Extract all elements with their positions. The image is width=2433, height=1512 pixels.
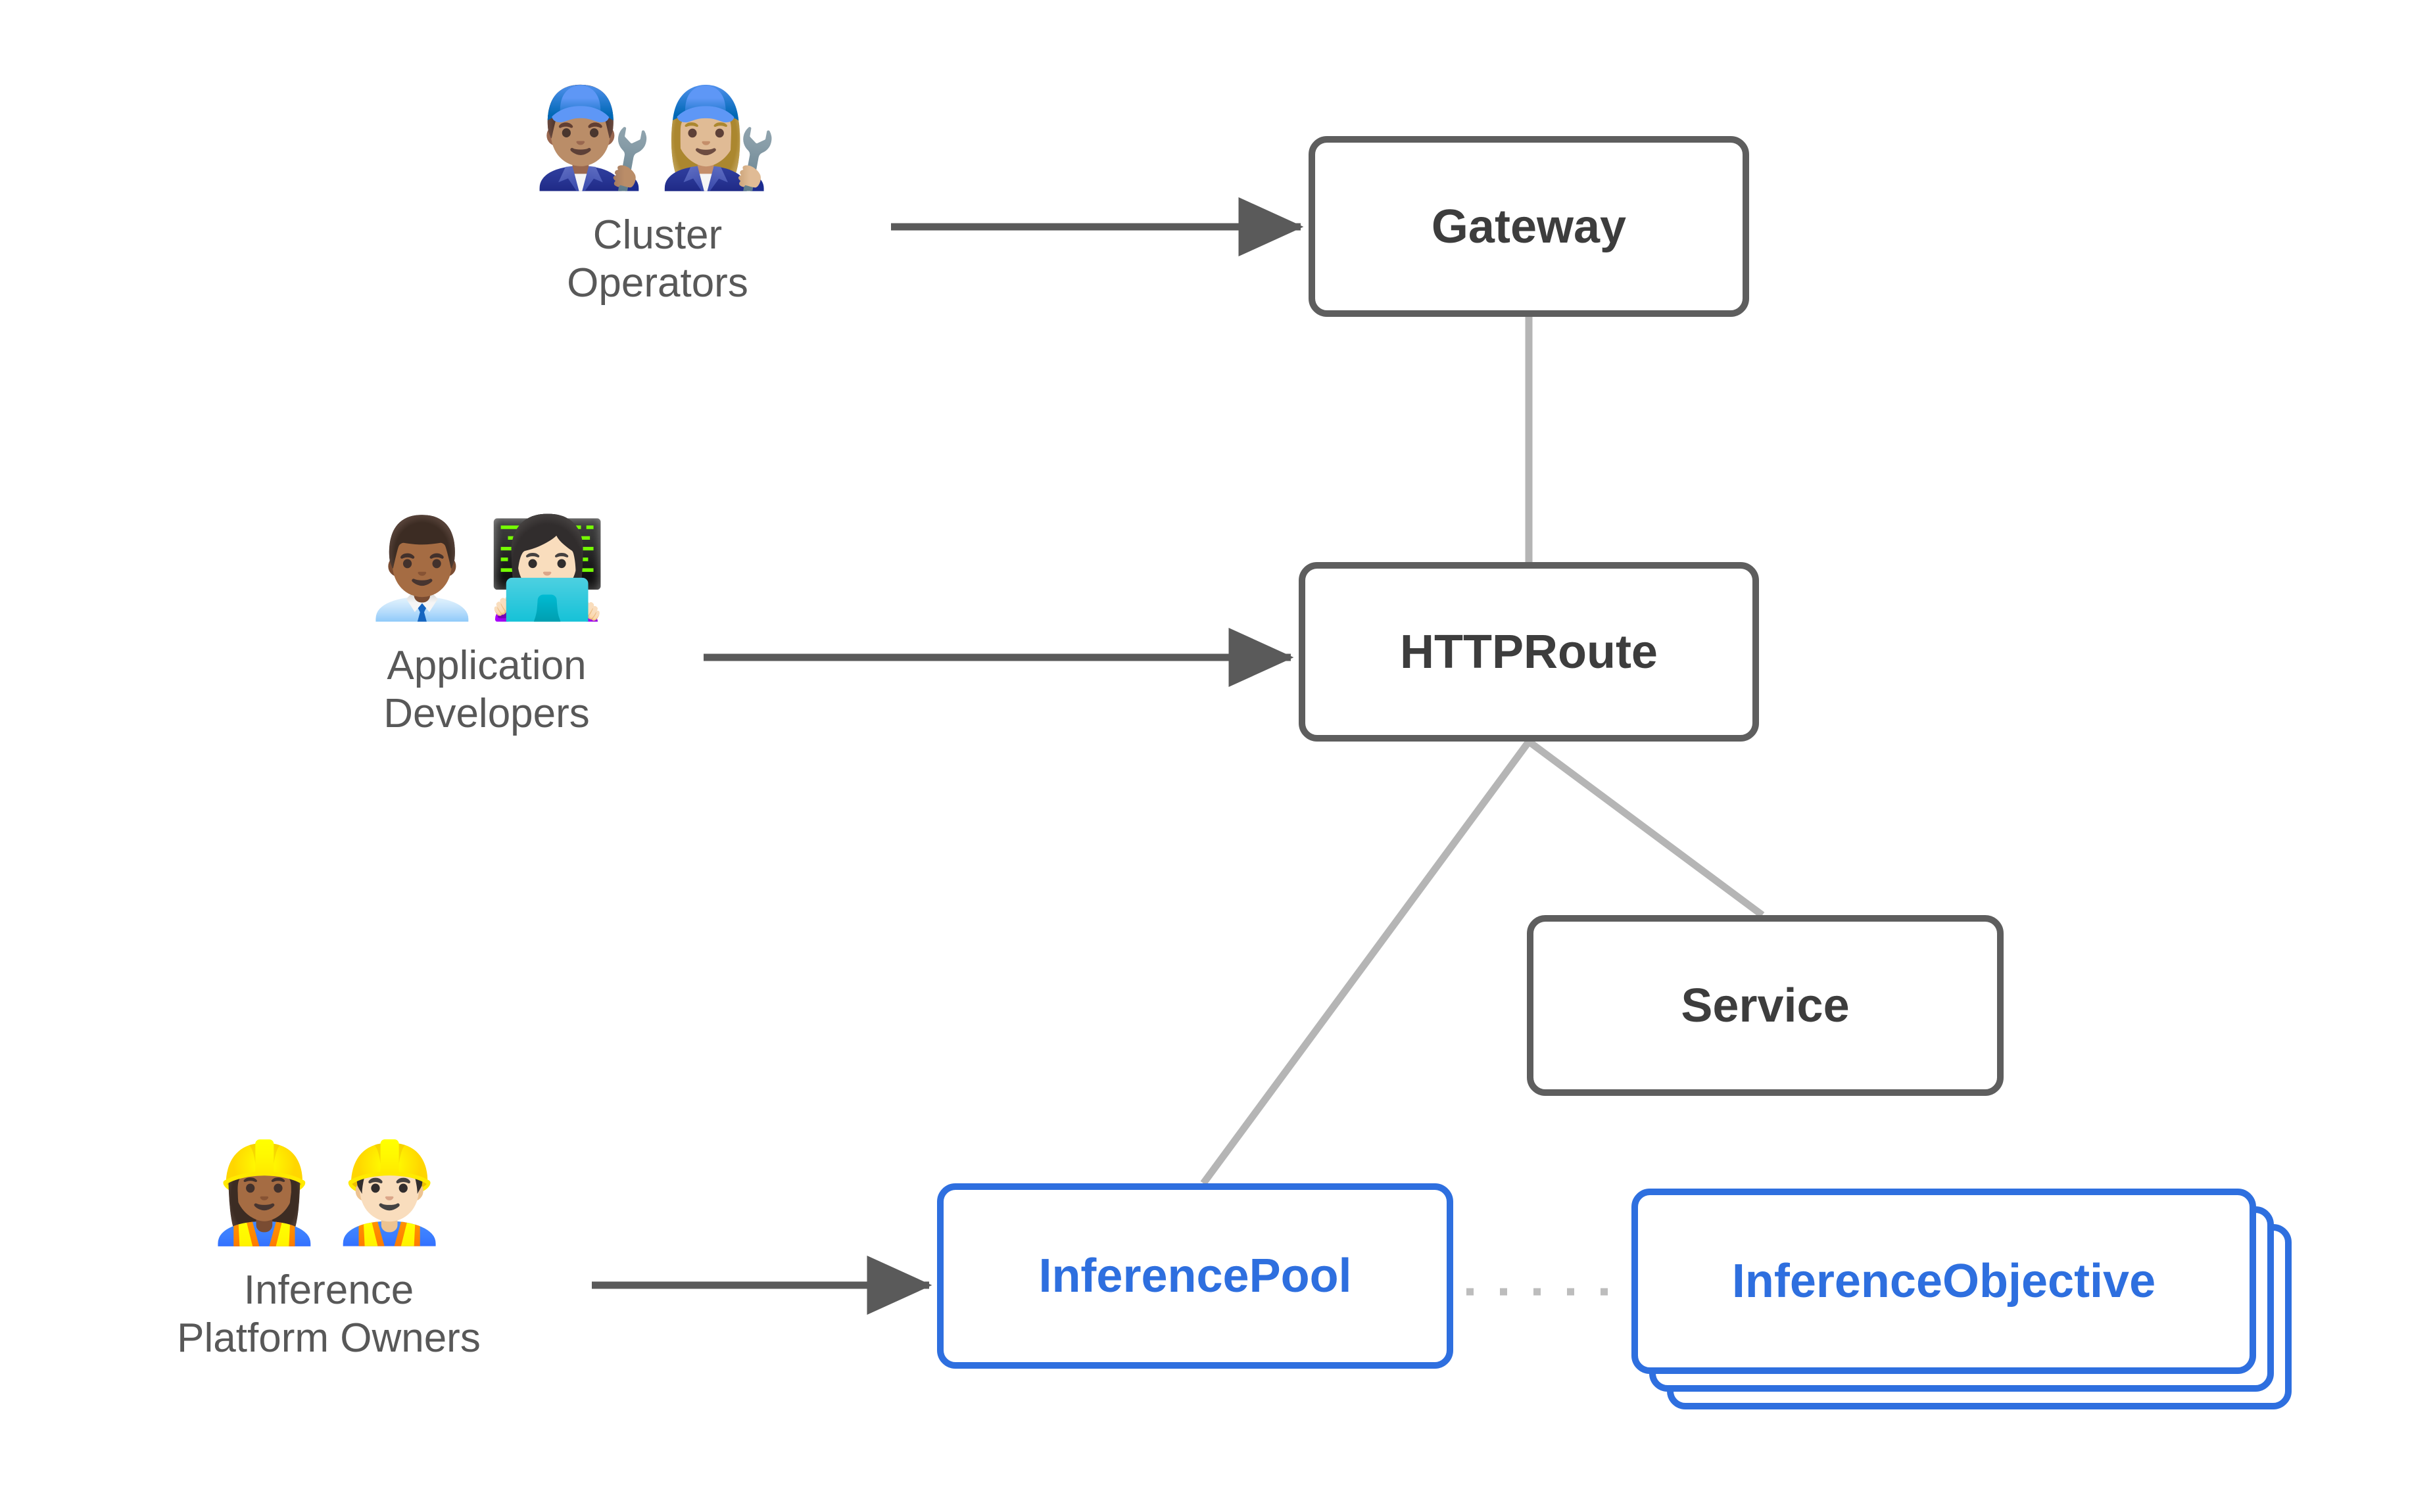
actor-inference-platform-owners: 👷🏾‍♀️👷🏻‍♂️ Inference Platform Owners — [99, 1144, 559, 1362]
node-inferenceobjective-label: InferenceObjective — [1731, 1255, 2156, 1308]
node-inferenceobjective[interactable]: InferenceObjective — [1631, 1189, 2256, 1374]
connector-httproute-service — [1526, 738, 1765, 918]
node-inferencepool-label: InferencePool — [1038, 1250, 1352, 1302]
application-developers-emoji-pair: 👨🏾‍💼👩🏻‍💻 — [361, 511, 612, 625]
node-service-label: Service — [1681, 979, 1850, 1032]
actor-application-developers: 👨🏾‍💼👩🏻‍💻 Application Developers — [283, 519, 690, 738]
inference-platform-owners-label: Inference Platform Owners — [177, 1267, 481, 1361]
node-inferencepool[interactable]: InferencePool — [937, 1183, 1453, 1369]
inference-platform-owners-emoji-pair: 👷🏾‍♀️👷🏻‍♂️ — [203, 1136, 454, 1249]
node-gateway[interactable]: Gateway — [1309, 136, 1749, 317]
node-httproute-label: HTTPRoute — [1400, 625, 1658, 678]
application-developers-label: Application Developers — [383, 643, 590, 737]
node-httproute[interactable]: HTTPRoute — [1299, 562, 1759, 742]
cluster-operators-emoji-pair: 👨🏽‍🔧👩🏼‍🔧 — [532, 81, 783, 194]
node-service[interactable]: Service — [1527, 915, 2004, 1096]
connector-httproute-inferencepool — [1200, 739, 1532, 1186]
cluster-operators-label: Cluster Operators — [567, 212, 748, 306]
actor-cluster-operators: 👨🏽‍🔧👩🏼‍🔧 Cluster Operators — [460, 89, 855, 307]
node-gateway-label: Gateway — [1431, 200, 1627, 253]
